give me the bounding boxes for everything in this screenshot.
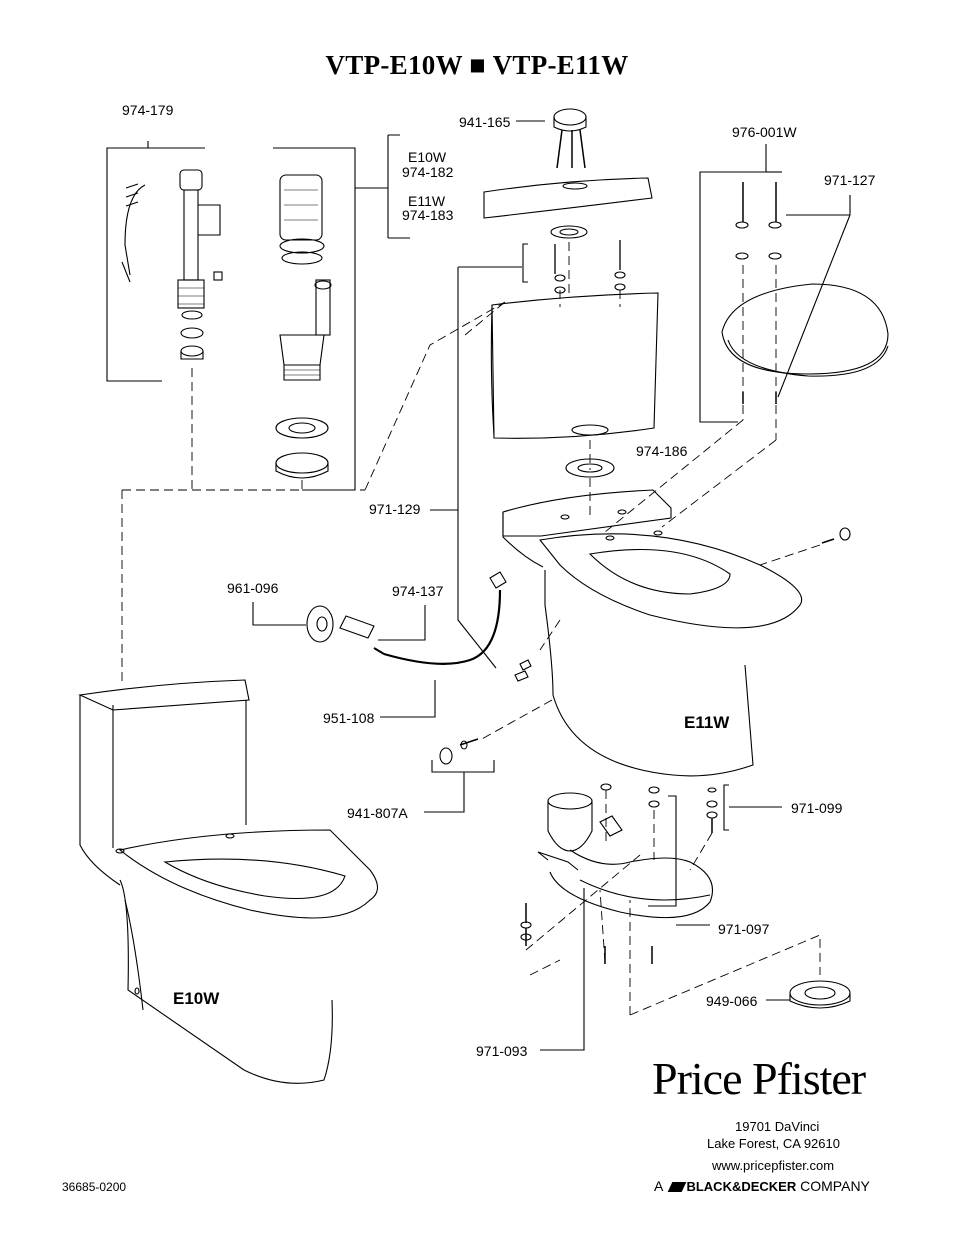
e10w-toilet [78, 679, 379, 1084]
part-974-137-label: 974-137 [392, 583, 444, 599]
black-decker-hex-icon [668, 1182, 687, 1192]
part-951-108-label: 951-108 [323, 710, 375, 726]
part-974-186-label: 974-186 [636, 443, 688, 459]
part-961-096-label: 961-096 [227, 580, 279, 596]
brand-logo: Price Pfister [652, 1053, 866, 1104]
address-line-1: 19701 DaVinci [735, 1119, 820, 1134]
website-link[interactable]: www.pricepfister.com [712, 1158, 835, 1173]
part-974-179-label: 974-179 [122, 102, 174, 118]
part-949-066-label: 949-066 [706, 993, 758, 1009]
bolt-caps [424, 527, 851, 813]
part-971-093-label: 971-093 [476, 1043, 528, 1059]
part-974-183-label: 974-183 [402, 207, 454, 223]
part-941-807a-label: 941-807A [347, 805, 408, 821]
model-e10w-label: E10W [173, 989, 220, 1008]
tank-lid-and-button [483, 108, 653, 294]
dashed-leaders [121, 242, 821, 1016]
model-e11w-flush-label: E11W [408, 193, 446, 209]
supply-line-and-valve [252, 266, 532, 718]
e11w-bowl [502, 489, 803, 777]
page-title: VTP-E10W ■ VTP-E11W [325, 50, 629, 80]
parent-company-a: A [654, 1178, 663, 1194]
part-941-165-label: 941-165 [459, 114, 511, 130]
address-line-2: Lake Forest, CA 92610 [707, 1136, 840, 1151]
part-971-097-label: 971-097 [718, 921, 770, 937]
part-971-127-label: 971-127 [824, 172, 876, 188]
model-e11w-label: E11W [684, 713, 730, 732]
flush-valve-assembly [273, 134, 410, 491]
part-971-129-label: 971-129 [369, 501, 421, 517]
trapway-carrier [520, 783, 851, 1051]
parent-company-line: A BLACK&DECKER COMPANY [654, 1178, 870, 1194]
model-e10w-flush-label: E10W [408, 149, 447, 165]
black-decker-name: BLACK&DECKER [686, 1179, 797, 1194]
part-971-099-label: 971-099 [791, 800, 843, 816]
fill-valve-assembly [106, 141, 223, 382]
tank [490, 292, 659, 478]
document-number: 36685-0200 [62, 1180, 127, 1194]
part-974-182-label: 974-182 [402, 164, 454, 180]
parent-company-word: COMPANY [800, 1178, 870, 1194]
part-976-001w-label: 976-001W [732, 124, 797, 140]
